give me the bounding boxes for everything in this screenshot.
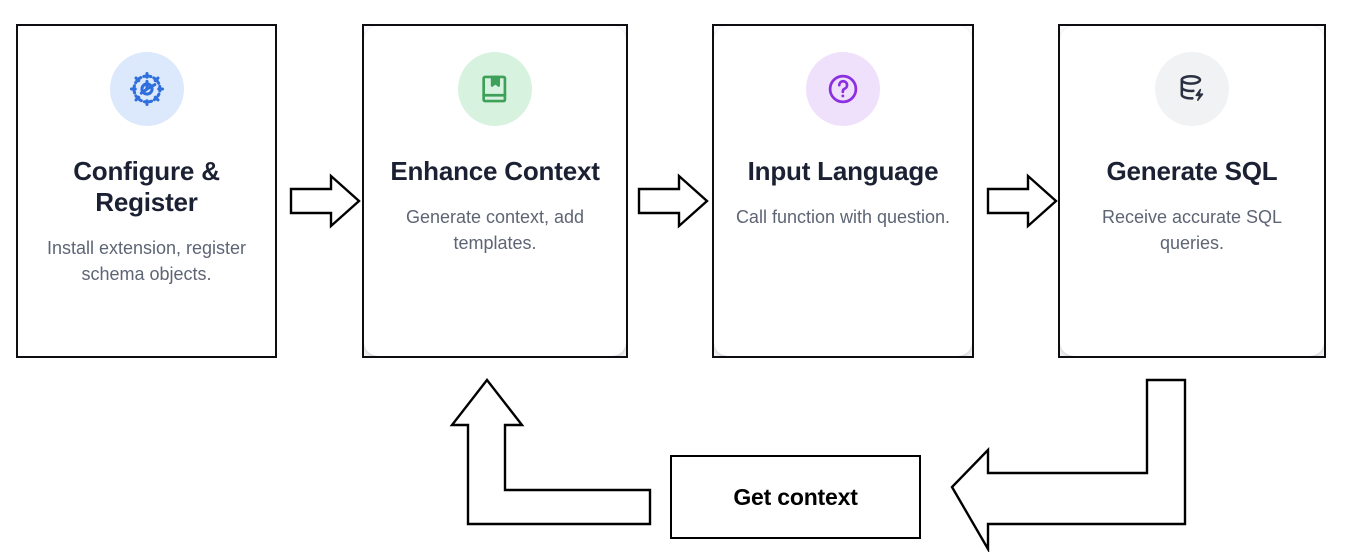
arrow-feedback-up-icon [449, 378, 652, 526]
book-bookmark-icon-background [458, 52, 532, 126]
step-card-body: Input Language Call function with questi… [714, 26, 972, 356]
gear-icon-background [109, 52, 184, 126]
question-circle-icon-background [806, 52, 880, 126]
step-card-configure-register[interactable]: Configure & Register Install extension, … [16, 24, 277, 358]
database-bolt-icon-background [1155, 52, 1229, 126]
arrow-feedback-down-left-icon [950, 378, 1187, 552]
question-circle-icon [825, 71, 861, 107]
step-card-input-language[interactable]: Input Language Call function with questi… [712, 24, 974, 358]
step-title: Configure & Register [73, 156, 220, 218]
step-description: Call function with question. [735, 207, 951, 228]
gear-icon [128, 70, 166, 108]
step-card-body: Configure & Register Install extension, … [18, 26, 275, 356]
step-card-generate-sql[interactable]: Generate SQL Receive accurate SQL querie… [1058, 24, 1326, 358]
step-description: Receive accurate SQL queries. [1101, 207, 1283, 253]
step-description: Install extension, register schema objec… [46, 238, 247, 284]
book-bookmark-icon [478, 72, 512, 106]
database-bolt-icon [1175, 72, 1209, 106]
arrow-step1-step2-icon [289, 173, 361, 229]
step-description: Generate context, add templates. [405, 207, 585, 253]
step-title: Input Language [747, 156, 939, 186]
get-context-label: Get context [733, 483, 858, 510]
step-title: Enhance Context [390, 156, 600, 186]
step-card-body: Generate SQL Receive accurate SQL querie… [1060, 26, 1324, 356]
step-card-enhance-context[interactable]: Enhance Context Generate context, add te… [362, 24, 628, 358]
step-title: Generate SQL [1106, 156, 1278, 186]
arrow-step2-step3-icon [637, 173, 709, 229]
get-context-box[interactable]: Get context [670, 455, 921, 539]
arrow-step3-step4-icon [986, 173, 1058, 229]
step-card-body: Enhance Context Generate context, add te… [364, 26, 626, 356]
